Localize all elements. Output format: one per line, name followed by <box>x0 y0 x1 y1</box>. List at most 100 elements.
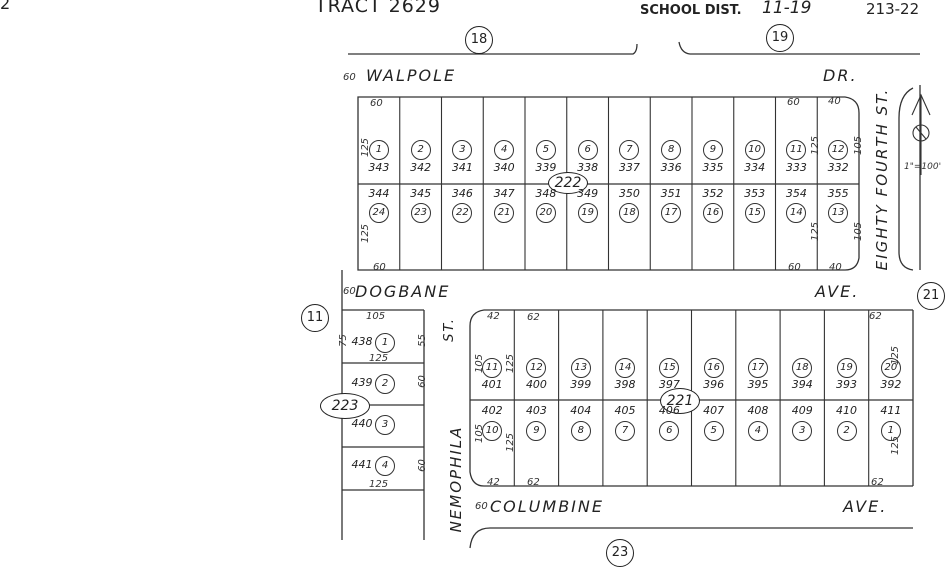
street-columbine: COLUMBINE <box>490 497 604 516</box>
block221-parcel-411: 411 <box>880 404 902 417</box>
block223-lot-4[interactable]: 4 <box>375 456 395 476</box>
block222-lot-14[interactable]: 14 <box>786 203 807 223</box>
block222-lot-20[interactable]: 20 <box>535 203 556 223</box>
dim-label: 125 <box>369 353 389 364</box>
block222-lot-10[interactable]: 10 <box>744 140 765 160</box>
block222-parcel-341: 341 <box>451 161 473 174</box>
block222-lot-11[interactable]: 11 <box>786 140 807 160</box>
block222-parcel-354: 354 <box>785 187 807 200</box>
block222-lot-18[interactable]: 18 <box>619 203 640 223</box>
adjacent-page-north-right[interactable]: 19 <box>766 24 794 52</box>
dim-label: 125 <box>360 223 372 244</box>
block222-parcel-342: 342 <box>410 161 432 174</box>
street-columbine-suffix: AVE. <box>843 497 888 516</box>
block221-lot-7[interactable]: 7 <box>615 421 636 441</box>
block221-parcel-395: 395 <box>747 378 769 391</box>
block222-parcel-347: 347 <box>493 187 515 200</box>
block221-lot-11[interactable]: 11 <box>482 358 503 378</box>
block222-lot-7[interactable]: 7 <box>619 140 640 160</box>
block222-parcel-344: 344 <box>368 187 390 200</box>
dim-label: 125 <box>810 135 822 156</box>
block222-parcel-352: 352 <box>702 187 724 200</box>
map-scale: 1"=100' <box>904 162 942 172</box>
block222-lot-3[interactable]: 3 <box>452 140 473 160</box>
block221-lot-9[interactable]: 9 <box>526 421 547 441</box>
block222-parcel-339: 339 <box>535 161 557 174</box>
street-dogbane: DOGBANE <box>355 282 451 301</box>
block-222-outline <box>357 96 860 271</box>
dim-label: 60 <box>787 97 800 108</box>
dim-label: 105 <box>853 135 865 156</box>
block221-lot-4[interactable]: 4 <box>747 421 768 441</box>
block222-lot-16[interactable]: 16 <box>702 203 723 223</box>
block222-lot-13[interactable]: 13 <box>828 203 849 223</box>
adjacent-page-west[interactable]: 11 <box>301 304 329 332</box>
block221-parcel-407: 407 <box>703 404 725 417</box>
block222-parcel-335: 335 <box>702 161 724 174</box>
street-walpole: WALPOLE <box>366 66 457 85</box>
block222-lot-8[interactable]: 8 <box>661 140 682 160</box>
block223-lot-1[interactable]: 1 <box>375 333 395 353</box>
block221-lot-5[interactable]: 5 <box>703 421 724 441</box>
block221-parcel-408: 408 <box>747 404 769 417</box>
block-221-outline <box>469 309 913 487</box>
block222-lot-2[interactable]: 2 <box>410 140 431 160</box>
block222-lot-19[interactable]: 19 <box>577 203 598 223</box>
north-arrow-icon <box>911 93 931 175</box>
block221-parcel-409: 409 <box>791 404 813 417</box>
adjacent-page-south[interactable]: 23 <box>606 539 634 567</box>
block222-parcel-348: 348 <box>535 187 557 200</box>
school-dist-label: SCHOOL DIST. <box>640 3 742 18</box>
block222-lot-22[interactable]: 22 <box>452 203 473 223</box>
block221-lot-2[interactable]: 2 <box>836 421 857 441</box>
block222-lot-4[interactable]: 4 <box>494 140 515 160</box>
block221-parcel-402: 402 <box>481 404 503 417</box>
block221-lot-10[interactable]: 10 <box>482 421 503 441</box>
block221-lot-13[interactable]: 13 <box>570 358 591 378</box>
block222-lot-23[interactable]: 23 <box>410 203 431 223</box>
dim-label: 42 <box>487 311 500 322</box>
block222-lot-21[interactable]: 21 <box>494 203 515 223</box>
block221-lot-16[interactable]: 16 <box>703 358 724 378</box>
block221-parcel-394: 394 <box>791 378 813 391</box>
block221-lot-6[interactable]: 6 <box>659 421 680 441</box>
block221-lot-3[interactable]: 3 <box>792 421 813 441</box>
block222-lot-17[interactable]: 17 <box>661 203 682 223</box>
block221-lot-20[interactable]: 20 <box>880 358 901 378</box>
block222-lot-1[interactable]: 1 <box>368 140 389 160</box>
block222-parcel-333: 333 <box>785 161 807 174</box>
dim-label: 40 <box>828 96 841 107</box>
block222-lot-5[interactable]: 5 <box>535 140 556 160</box>
block221-lot-15[interactable]: 15 <box>659 358 680 378</box>
dim-columbine-width: 60 <box>475 501 488 512</box>
block221-lot-17[interactable]: 17 <box>747 358 768 378</box>
block222-lot-6[interactable]: 6 <box>577 140 598 160</box>
block222-lot-15[interactable]: 15 <box>744 203 765 223</box>
adjacent-page-east[interactable]: 21 <box>917 282 945 310</box>
dim-label: 105 <box>366 311 386 322</box>
block222-lot-12[interactable]: 12 <box>828 140 849 160</box>
block222-lot-24[interactable]: 24 <box>368 203 389 223</box>
school-dist-value: 11-19 <box>762 0 812 18</box>
block223-lot-2[interactable]: 2 <box>375 374 395 394</box>
block223-parcel-439: 439 <box>351 376 373 389</box>
block221-parcel-400: 400 <box>525 378 547 391</box>
dim-dogbane-width: 60 <box>343 286 356 297</box>
dim-label: 62 <box>871 477 884 488</box>
block222-parcel-334: 334 <box>744 161 766 174</box>
block221-lot-1[interactable]: 1 <box>880 421 901 441</box>
block223-lot-3[interactable]: 3 <box>375 415 395 435</box>
block221-lot-18[interactable]: 18 <box>792 358 813 378</box>
block221-lot-12[interactable]: 12 <box>526 358 547 378</box>
dim-label: 42 <box>487 477 500 488</box>
block221-lot-14[interactable]: 14 <box>615 358 636 378</box>
block222-lot-9[interactable]: 9 <box>702 140 723 160</box>
dim-label: 125 <box>810 221 822 242</box>
block221-lot-8[interactable]: 8 <box>570 421 591 441</box>
block222-parcel-337: 337 <box>618 161 640 174</box>
block221-lot-19[interactable]: 19 <box>836 358 857 378</box>
adjacent-page-north-left[interactable]: 18 <box>465 26 493 54</box>
block222-parcel-338: 338 <box>577 161 599 174</box>
block221-parcel-396: 396 <box>703 378 725 391</box>
